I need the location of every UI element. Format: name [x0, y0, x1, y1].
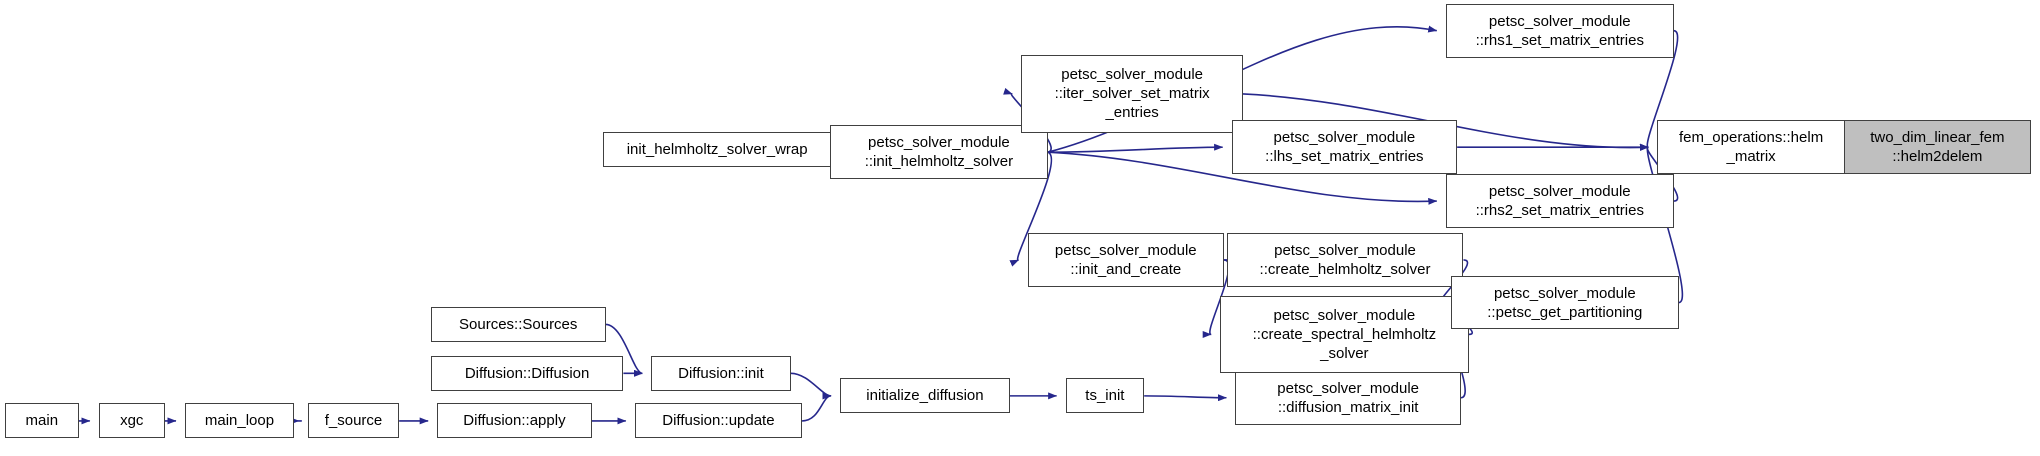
graph-node-initialize_diff[interactable]: initialize_diffusion: [840, 378, 1010, 414]
graph-node-label: init_helmholtz_solver_wrap: [626, 140, 808, 158]
graph-node-init_helm_solver[interactable]: petsc_solver_module ::init_helmholtz_sol…: [829, 125, 1048, 180]
graph-node-label: xgc: [120, 412, 144, 430]
graph-node-main[interactable]: main: [5, 403, 79, 439]
graph-node-label: Diffusion::update: [662, 412, 775, 430]
graph-node-main_loop[interactable]: main_loop: [184, 403, 294, 439]
graph-node-label: Diffusion::init: [678, 364, 764, 382]
graph-node-label: fem_operations::helm _matrix: [1678, 129, 1824, 166]
graph-node-label: f_source: [324, 412, 383, 430]
graph-node-label: petsc_solver_module ::diffusion_matrix_i…: [1277, 379, 1420, 416]
graph-node-label: petsc_solver_module ::lhs_set_matrix_ent…: [1265, 129, 1424, 166]
graph-edge-diffusion_init-to-initialize_diff: [790, 372, 832, 400]
graph-node-label: petsc_solver_module ::iter_solver_set_ma…: [1054, 66, 1210, 122]
graph-node-label: petsc_solver_module ::create_spectral_he…: [1252, 306, 1437, 362]
graph-node-xgc[interactable]: xgc: [98, 403, 165, 439]
graph-node-sources_sources[interactable]: Sources::Sources: [430, 306, 606, 342]
graph-node-iter_solver_set[interactable]: petsc_solver_module ::iter_solver_set_ma…: [1021, 55, 1243, 133]
graph-node-label: petsc_solver_module ::rhs1_set_matrix_en…: [1475, 12, 1644, 49]
graph-node-label: initialize_diffusion: [866, 387, 984, 405]
graph-node-helm_matrix[interactable]: fem_operations::helm _matrix: [1657, 120, 1845, 175]
graph-node-label: petsc_solver_module ::create_helmholtz_s…: [1259, 241, 1431, 278]
graph-node-diff_matrix_init[interactable]: petsc_solver_module ::diffusion_matrix_i…: [1235, 370, 1461, 425]
graph-node-init_wrap[interactable]: init_helmholtz_solver_wrap: [603, 131, 832, 167]
graph-node-label: petsc_solver_module ::init_helmholtz_sol…: [864, 134, 1014, 171]
graph-node-label: ts_init: [1085, 387, 1125, 405]
graph-node-label: two_dim_linear_fem ::helm2delem: [1870, 129, 2005, 166]
graph-node-label: main_loop: [204, 412, 275, 430]
graph-node-rhs1_set[interactable]: petsc_solver_module ::rhs1_set_matrix_en…: [1445, 3, 1674, 58]
graph-node-diffusion_update[interactable]: Diffusion::update: [634, 403, 803, 439]
graph-node-create_spectral[interactable]: petsc_solver_module ::create_spectral_he…: [1220, 295, 1469, 374]
graph-edge-ts_init-to-diff_matrix_init: [1144, 394, 1227, 402]
graph-node-label: Sources::Sources: [459, 315, 578, 333]
graph-edge-init_helm_solver-to-lhs_set: [1047, 143, 1224, 154]
graph-node-label: Diffusion::apply: [463, 412, 566, 430]
graph-node-label: Diffusion::Diffusion: [464, 364, 590, 382]
graph-node-get_partitioning[interactable]: petsc_solver_module ::petsc_get_partitio…: [1450, 275, 1679, 330]
graph-node-diffusion_init[interactable]: Diffusion::init: [651, 355, 791, 391]
graph-node-diffusion_ctor[interactable]: Diffusion::Diffusion: [430, 355, 624, 391]
graph-node-label: petsc_solver_module ::petsc_get_partitio…: [1487, 284, 1643, 321]
graph-node-label: main: [25, 412, 59, 430]
graph-edge-diffusion_update-to-initialize_diff: [801, 392, 832, 422]
graph-node-label: petsc_solver_module ::rhs2_set_matrix_en…: [1475, 183, 1644, 220]
graph-node-f_source[interactable]: f_source: [307, 403, 400, 439]
graph-node-create_helm[interactable]: petsc_solver_module ::create_helmholtz_s…: [1226, 233, 1464, 287]
graph-node-helm2delem[interactable]: two_dim_linear_fem ::helm2delem: [1843, 120, 2032, 175]
graph-node-init_and_create[interactable]: petsc_solver_module ::init_and_create: [1027, 233, 1224, 287]
graph-node-lhs_set[interactable]: petsc_solver_module ::lhs_set_matrix_ent…: [1231, 120, 1458, 175]
graph-node-ts_init[interactable]: ts_init: [1065, 378, 1145, 414]
graph-node-label: petsc_solver_module ::init_and_create: [1054, 241, 1197, 278]
graph-node-rhs2_set[interactable]: petsc_solver_module ::rhs2_set_matrix_en…: [1445, 174, 1674, 228]
graph-node-diffusion_apply[interactable]: Diffusion::apply: [437, 403, 592, 439]
